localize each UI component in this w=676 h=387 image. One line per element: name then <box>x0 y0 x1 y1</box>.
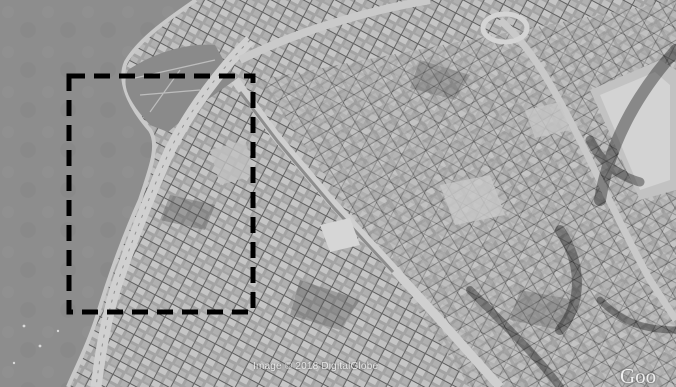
open-square <box>320 218 360 252</box>
imagery-credit: Image © 2018 DigitalGlobe <box>253 361 379 372</box>
north-road <box>238 0 431 64</box>
roundabout <box>480 11 530 45</box>
watermark-strokes <box>466 44 676 387</box>
main-avenue <box>231 77 504 387</box>
sea <box>0 0 196 387</box>
map-logo-watermark: Goo <box>620 364 657 387</box>
eastern-boulevard <box>497 17 676 322</box>
shoreline <box>66 0 198 387</box>
waterfront-park <box>125 44 235 133</box>
study-area-rectangle <box>66 73 256 315</box>
